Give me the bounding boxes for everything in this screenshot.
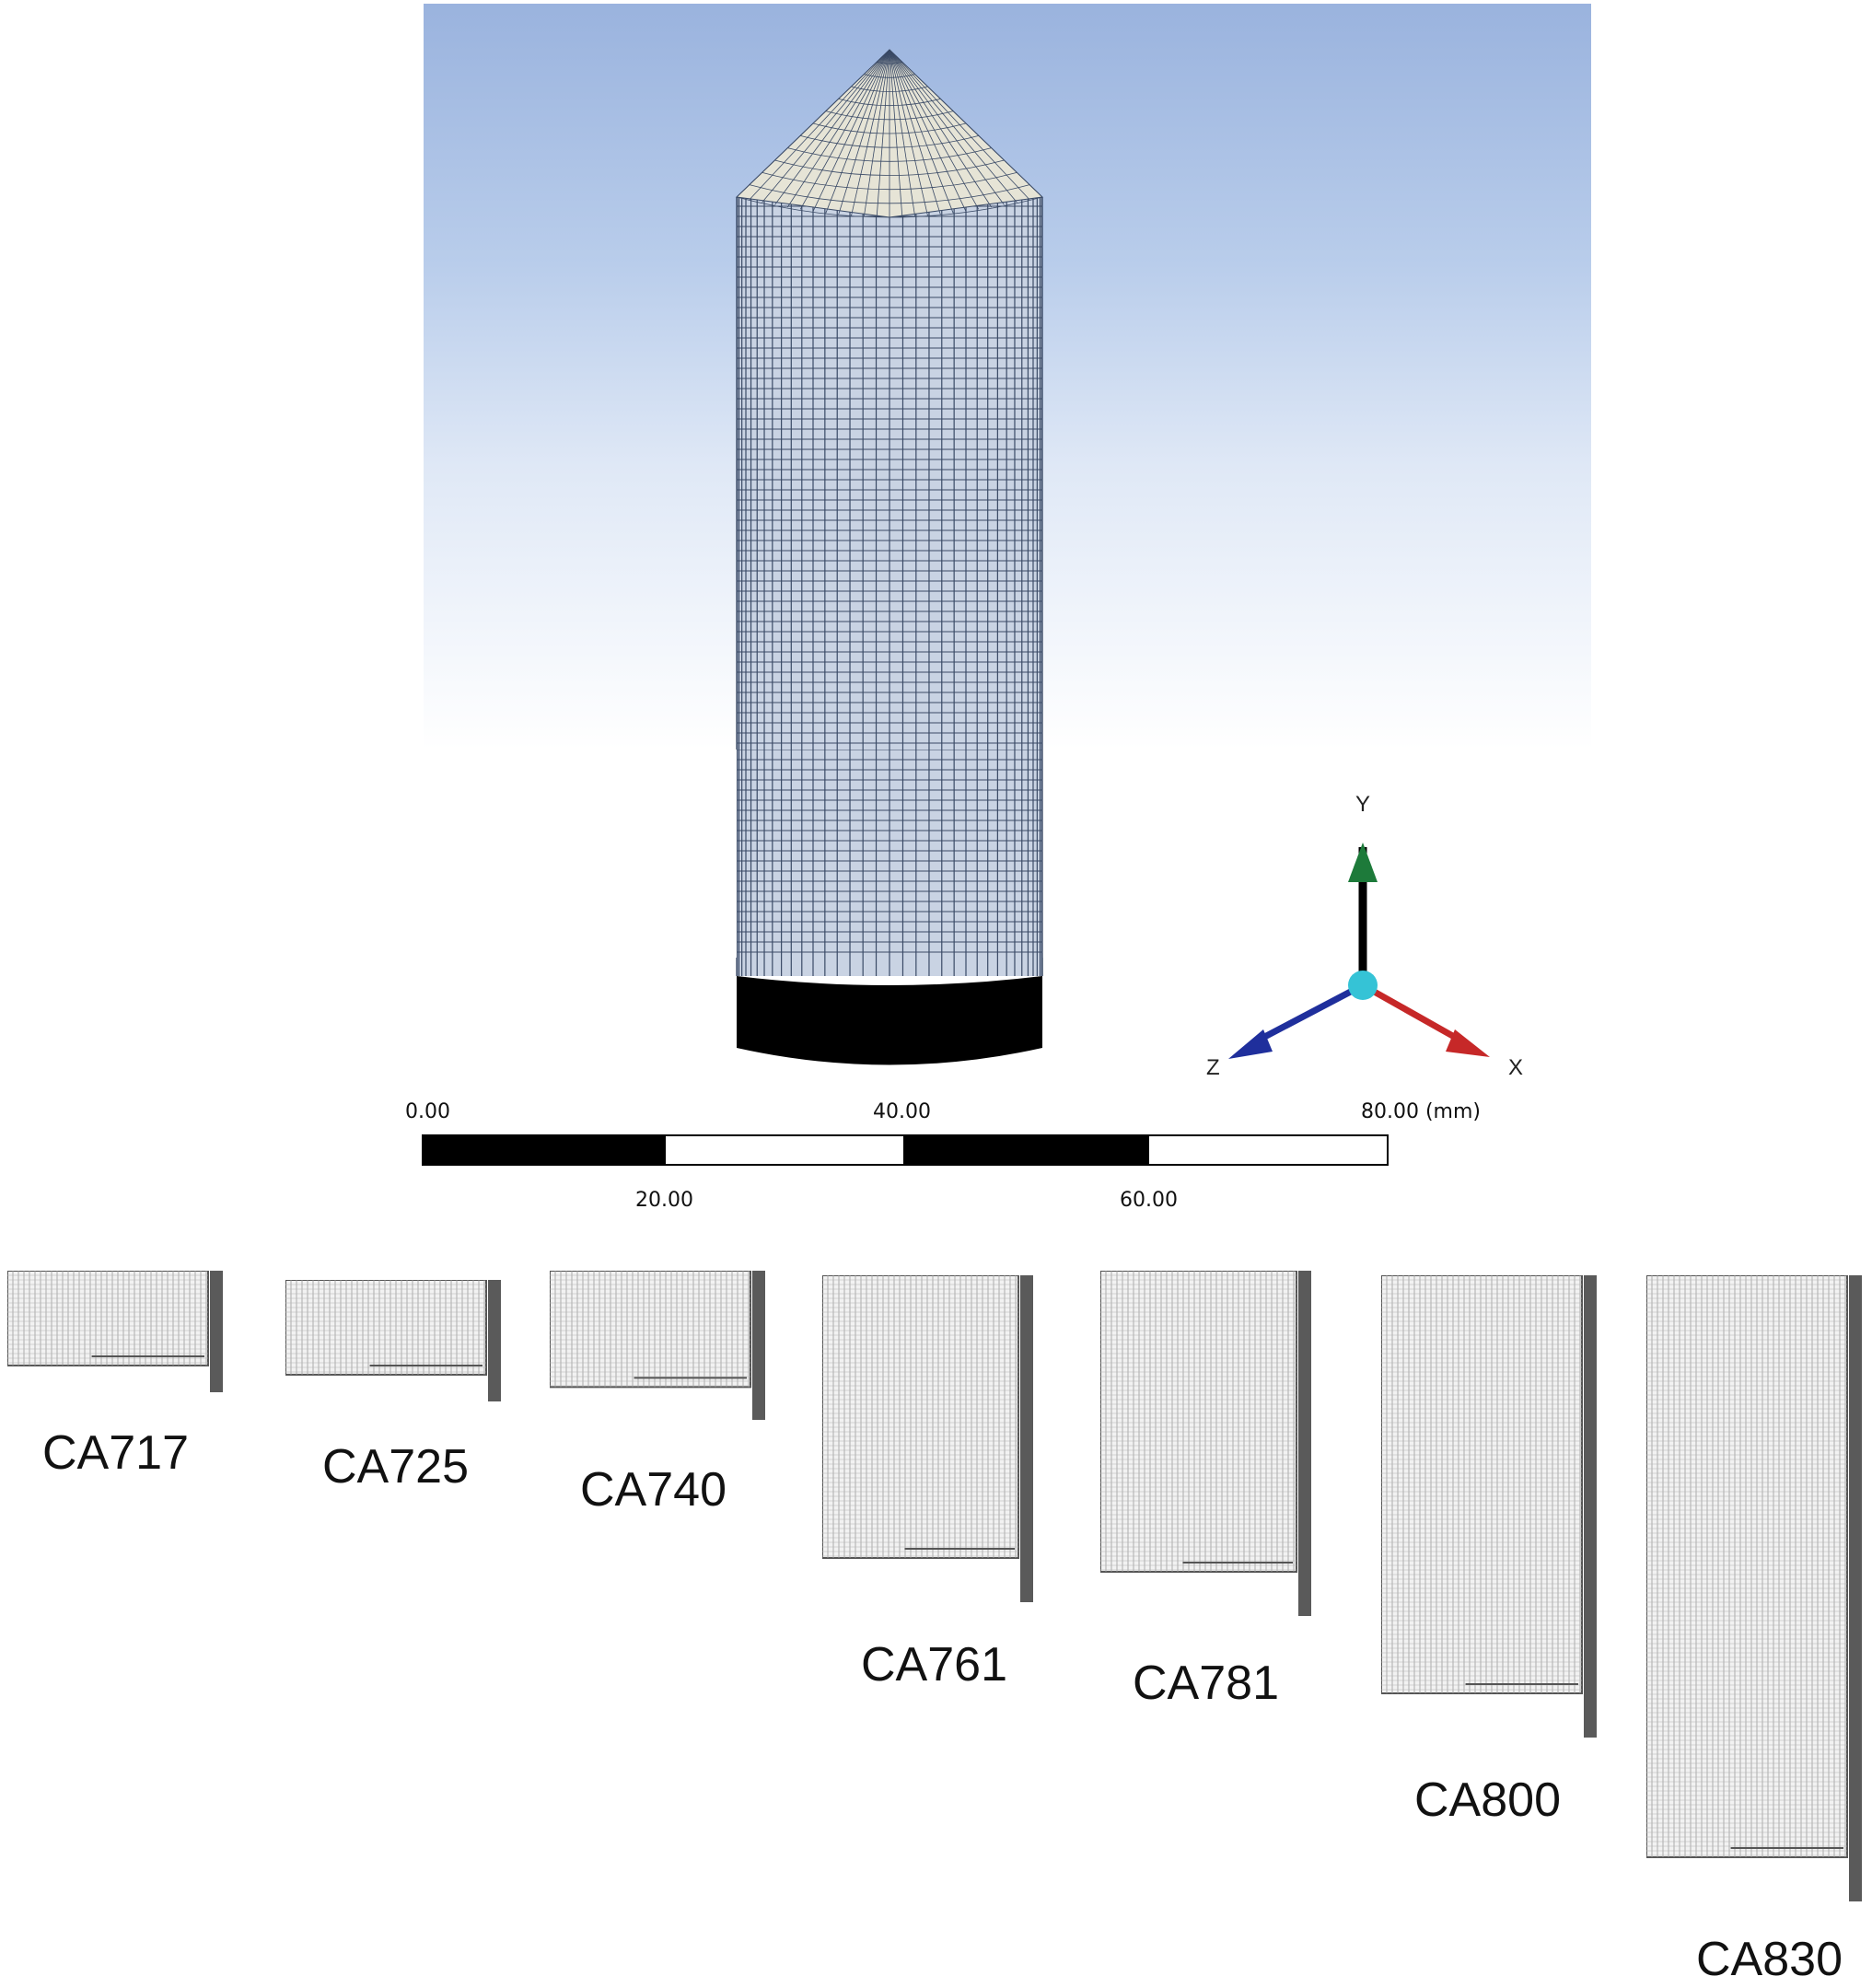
x-axis-arrowhead [1446,1029,1490,1057]
z-axis-label: Z [1206,1055,1220,1080]
mesh-section-grid [1646,1275,1847,1857]
mesh-section-body [1381,1275,1583,1694]
scale-segment-3 [905,1134,1147,1166]
case-label-ca781: CA781 [1133,1657,1279,1710]
mesh-section-ca725 [285,1280,501,1401]
mesh-section-body [822,1275,1019,1559]
mesh-section-ca800 [1381,1275,1597,1738]
mesh-section-wall [1020,1275,1033,1602]
scale-label-80: 80.00 (mm) [1361,1100,1482,1123]
mesh-section-grid [285,1280,486,1375]
mesh-section-ca717 [7,1271,223,1392]
mesh-section-grid [1381,1275,1582,1693]
mesh-section-wall [210,1271,223,1392]
mesh-section-wall [1584,1275,1597,1738]
mesh-section-body [7,1271,209,1366]
cone-mesh-lines [736,49,1043,218]
scale-segment-2 [664,1134,905,1166]
scale-label-60: 60.00 [1120,1189,1178,1212]
mesh-section-grid [822,1275,1018,1558]
mesh-section-body [1100,1271,1297,1573]
case-label-ca725: CA725 [322,1440,469,1494]
mesh-section-ca781 [1100,1271,1311,1616]
case-label-ca717: CA717 [42,1426,189,1480]
mesh-section-ca830 [1646,1275,1862,1901]
scale-label-40: 40.00 [873,1100,931,1123]
scale-label-0: 0.00 [405,1100,450,1123]
mesh-section-ca761 [822,1275,1033,1602]
case-label-ca830: CA830 [1696,1933,1843,1986]
mesh-section-grid [1100,1271,1296,1572]
mesh-section-grid [7,1271,208,1366]
case-label-ca740: CA740 [580,1463,727,1517]
y-axis-label: Y [1355,792,1371,817]
mesh-section-wall [488,1280,501,1401]
cylinder-mesh-lines [736,197,1043,750]
mesh-viewport [424,4,1591,750]
cylinder-body-lower [737,746,1043,976]
axis-triad: Y X Z [1197,792,1529,1087]
mesh-section-wall [752,1271,765,1420]
origin-sphere [1348,971,1378,1000]
mesh-section-wall [1298,1271,1311,1616]
case-label-ca761: CA761 [861,1638,1007,1692]
mesh-section-body [285,1280,487,1376]
z-axis-arrowhead [1228,1029,1273,1059]
scale-segment-1 [422,1134,664,1166]
mesh-section-grid [550,1271,750,1388]
mesh-section-body [550,1271,751,1389]
mesh-section-wall [1849,1275,1862,1901]
base-band-shape [737,976,1042,1065]
cylinder-mesh-model [735,49,1044,750]
y-axis-arrowhead [1348,843,1378,882]
axis-triad-arrows [1228,843,1490,1059]
case-label-ca800: CA800 [1414,1773,1561,1827]
scale-bar: 0.00 40.00 80.00 (mm) 20.00 60.00 [405,1100,1481,1220]
mesh-section-ca740 [550,1271,765,1420]
cylinder-base-band [736,958,1043,1065]
x-axis-line [1361,982,1466,1046]
scale-label-20: 20.00 [635,1189,693,1212]
scale-segment-4 [1147,1134,1389,1166]
z-axis-line [1252,982,1365,1046]
x-axis-label: X [1508,1055,1524,1080]
